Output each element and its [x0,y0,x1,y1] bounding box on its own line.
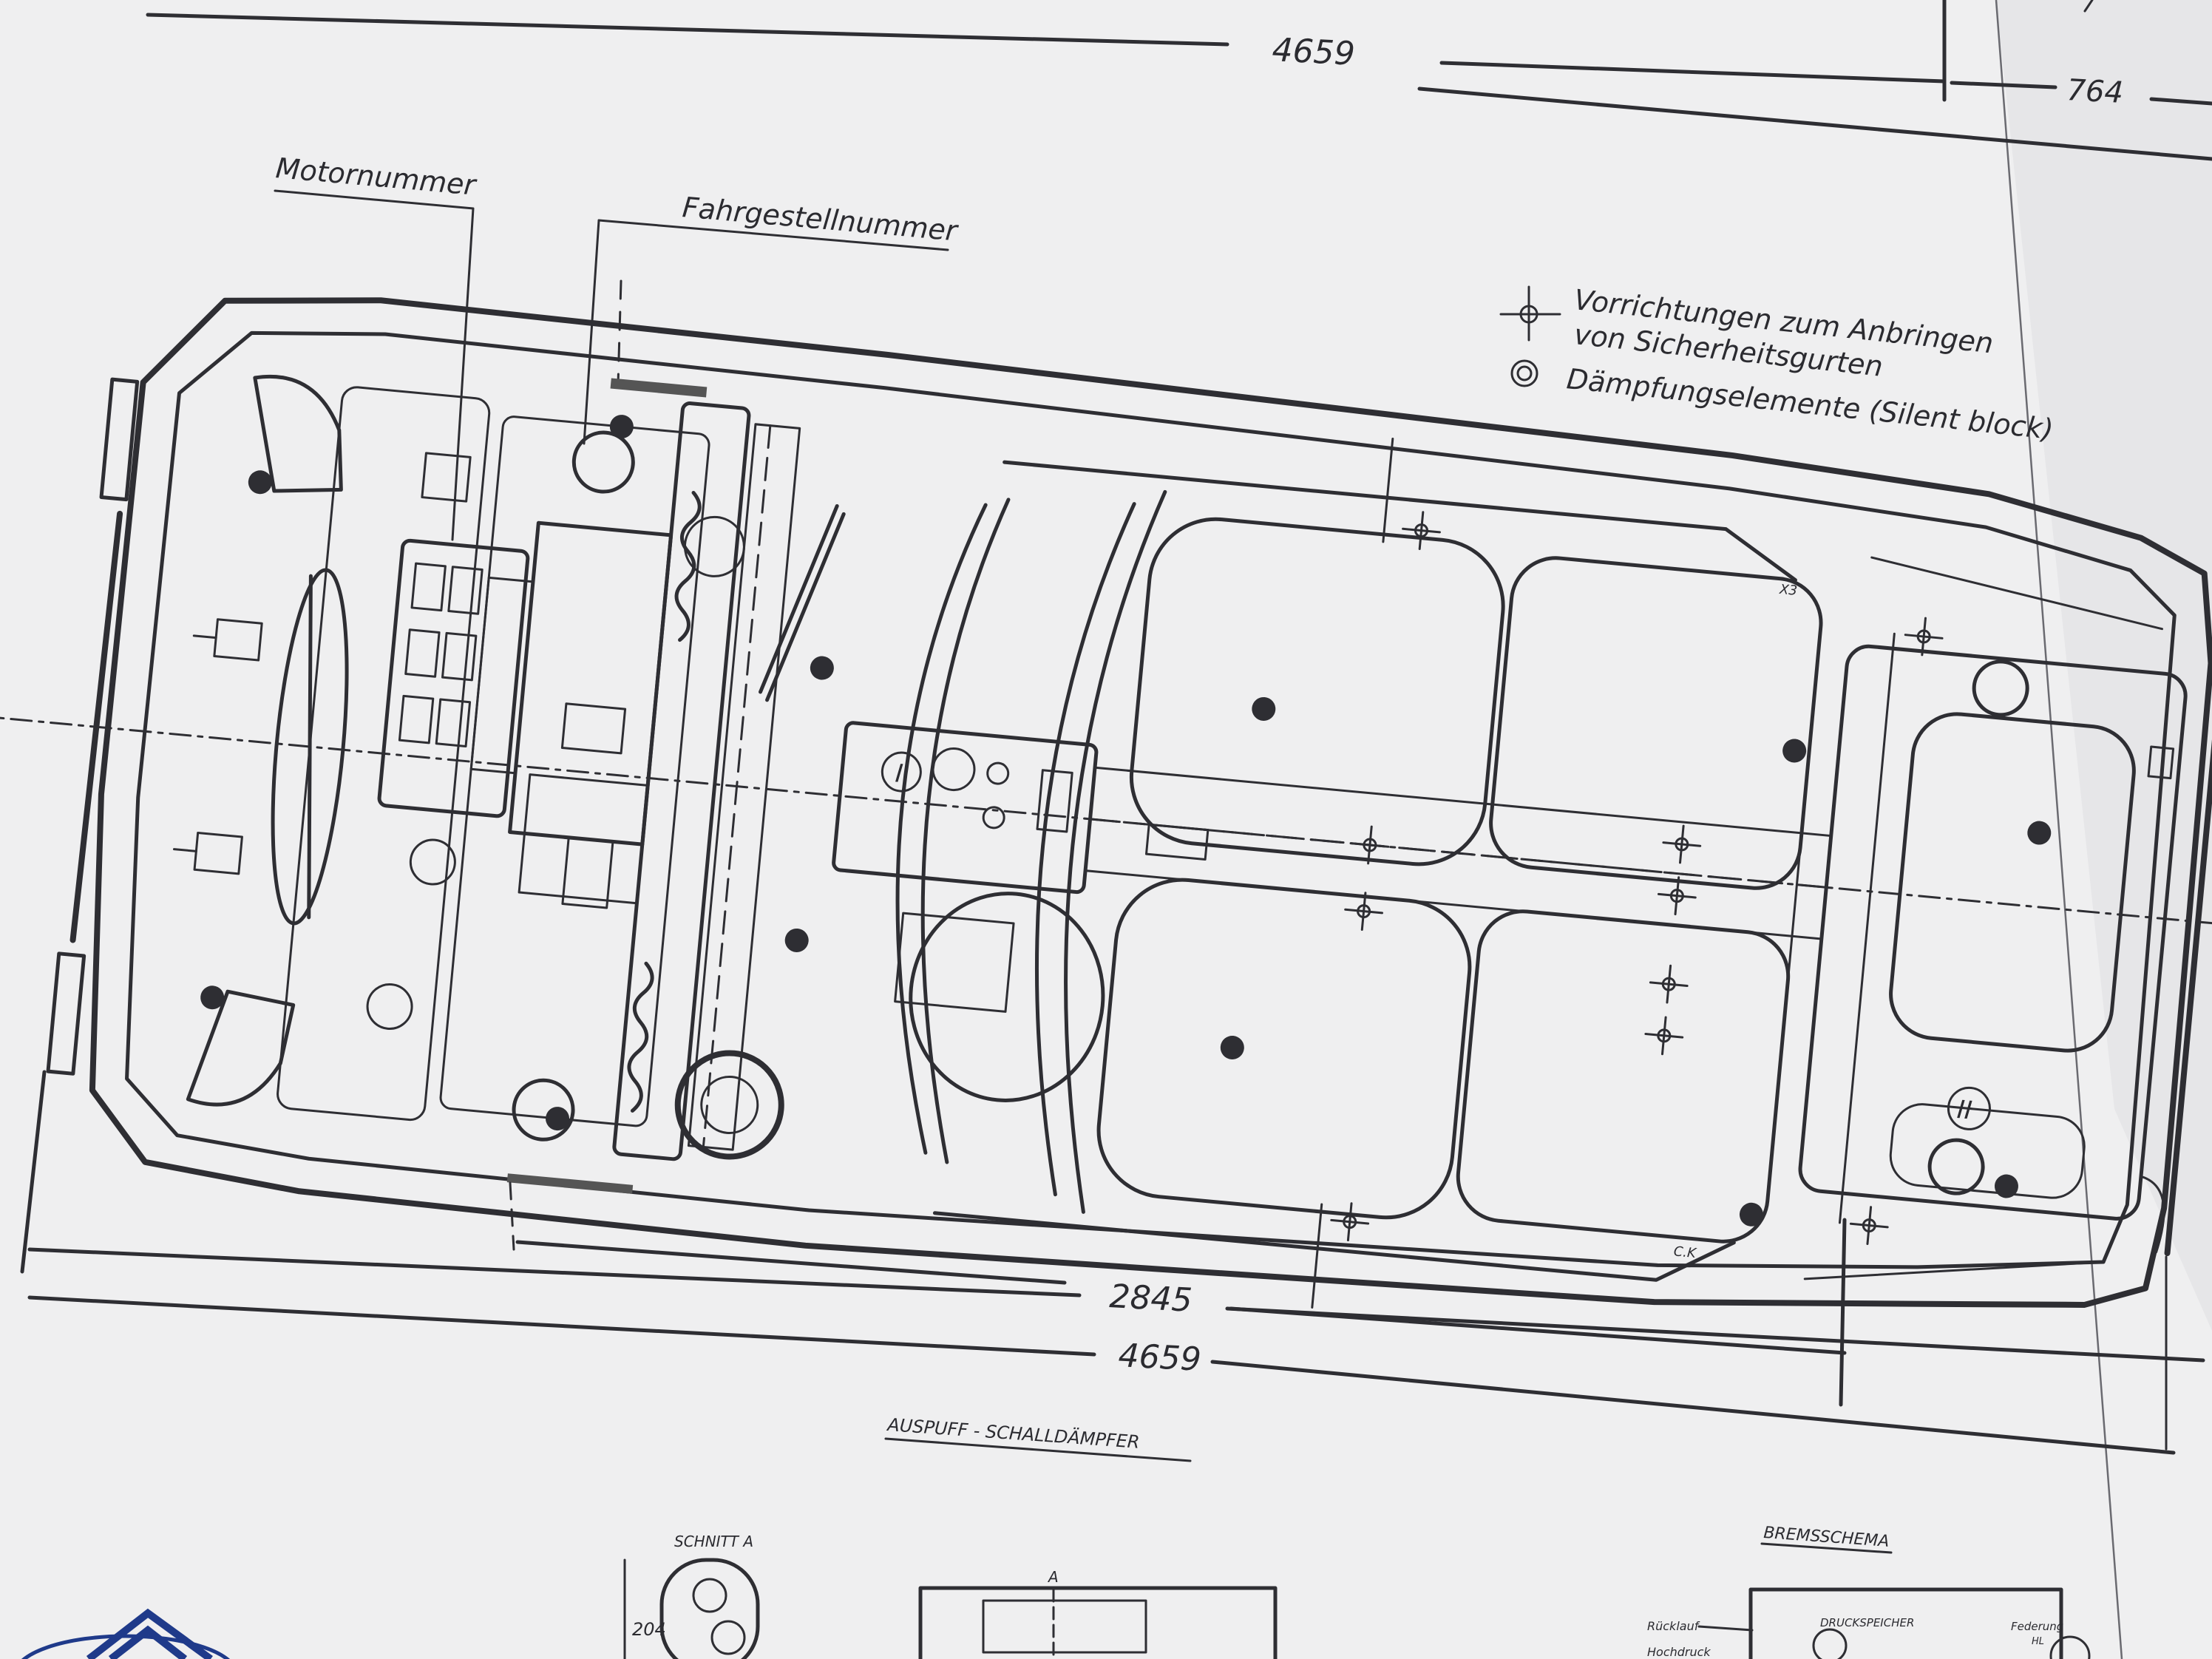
spare-wheel [674,1050,784,1160]
front-bumper-right [46,951,86,1076]
marker-one [881,751,922,793]
rear-silencer [1889,1103,2086,1199]
section-mark: A [1047,1568,1059,1586]
top-dimension [146,0,2212,161]
top-length-dimension: 4659 [1271,31,1356,73]
exhaust-section-view: SCHNITT A 204 A [623,1533,1278,1659]
brake-accumulator-label: DRUCKSPEICHER [1820,1616,1914,1629]
brake-return-label: Rücklauf [1647,1619,1700,1633]
body-outline [89,297,2212,1308]
section-dimension: 204 [632,1619,666,1640]
front-bumper-left [99,377,140,502]
marker-xy: X3 [1778,582,1798,599]
brake-suspension-label: Federung [2011,1620,2063,1633]
section-title: SCHNITT A [674,1533,753,1550]
belt-anchor-symbol [1499,285,1561,342]
brake-pressure-label: Hochdruck [1647,1645,1711,1659]
marker-two-label: II [1955,1095,1973,1126]
overall-length-dimension: 4659 [1117,1337,1202,1379]
fuel-tank [1889,712,2136,1053]
marker-one-label: I [894,759,904,789]
belt-anchors [1330,511,1944,1245]
chassis-underside: I II X3 C.K [0,297,2212,1309]
marker-ck: C.K [1673,1244,1697,1261]
wheelbase-dimension: 2845 [1108,1278,1193,1320]
centerline [0,713,2212,926]
brake-schema: Rücklauf Hochdruck DRUCKSPEICHER Federun… [1647,1587,2091,1659]
steering-wheel [909,892,1105,1102]
bottom-dimensions [20,1070,2205,1455]
top-overhang-dimension: 764 [2066,73,2124,110]
silent-block-symbol [1510,359,1538,387]
brake-suspension-sub: HL [2032,1636,2044,1647]
silent-blocks [200,415,2052,1227]
corner-logo [21,1608,231,1659]
legend [1499,285,1561,387]
motornummer-leader [274,189,475,541]
rear-section [1768,556,2188,1280]
sheet-edge [1995,0,2123,1659]
front-seat-left [1129,517,1505,866]
marker-two [1947,1086,1991,1130]
